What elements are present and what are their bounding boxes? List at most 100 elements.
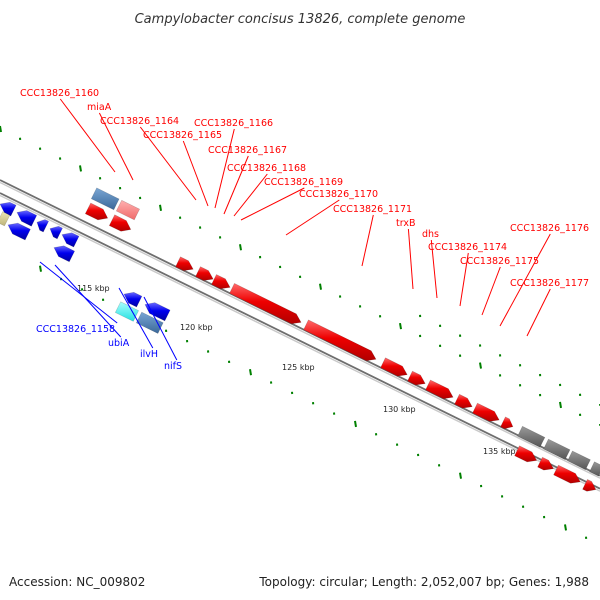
tick-dot (559, 401, 562, 409)
cds-arrow (90, 187, 120, 211)
gene-label-forward: CCC13826_1170 (299, 189, 378, 200)
leader-line-forward (240, 187, 305, 221)
gene-label-forward: CCC13826_1169 (264, 177, 343, 188)
leader-line-forward (214, 128, 235, 209)
backbone-line (0, 194, 600, 492)
tick-dot (399, 322, 402, 330)
leader-line-forward (223, 155, 249, 215)
cds-arrow (115, 199, 141, 221)
leader-line-forward (182, 140, 209, 207)
gene-label-reverse: ubiA (108, 338, 130, 349)
tick-dot (319, 283, 322, 290)
gene-label-reverse: ilvH (140, 349, 158, 360)
tick-dot (79, 165, 82, 172)
cds-arrow (567, 450, 591, 471)
cds-arrow (543, 438, 571, 461)
cds-arrow (7, 222, 31, 241)
tick-dot (564, 524, 567, 531)
kbp-tick-label: 135 kbp (483, 447, 516, 456)
gene-label-forward: CCC13826_1165 (143, 130, 222, 141)
gene-label-forward: trxB (396, 218, 416, 229)
gene-label-reverse: nifS (164, 361, 182, 372)
backbone-line (0, 181, 600, 479)
gene-label-forward: CCC13826_1174 (428, 242, 507, 253)
kbp-tick-label: 120 kbp (180, 323, 213, 332)
kbp-tick-label: 125 kbp (282, 363, 315, 372)
gene-label-forward: CCC13826_1166 (194, 118, 273, 129)
gene-label-forward: miaA (87, 102, 112, 113)
cds-arrow (211, 274, 231, 290)
leader-line-forward (361, 214, 374, 267)
cds-layer (0, 187, 600, 492)
gene-label-reverse: CCC13826_1158 (36, 324, 115, 335)
cds-arrow (472, 402, 500, 422)
label-leaders (39, 98, 551, 361)
tick-dot (39, 265, 42, 272)
tick-dot (479, 362, 482, 369)
cds-arrow (195, 266, 214, 281)
leader-line-reverse (39, 261, 118, 324)
leader-line-forward (285, 199, 340, 236)
gene-label-forward: CCC13826_1167 (208, 145, 287, 156)
cds-arrow (53, 245, 76, 263)
cds-arrow (407, 370, 426, 386)
cds-arrow (537, 456, 554, 471)
gene-label-forward: CCC13826_1176 (510, 223, 589, 234)
leader-line-reverse (118, 287, 154, 349)
cds-arrow (303, 319, 377, 362)
tick-dot (459, 472, 462, 479)
gene-label-forward: CCC13826_1164 (100, 116, 179, 127)
cds-arrow (500, 416, 514, 430)
backbone-line (0, 179, 600, 477)
gene-label-forward: CCC13826_1171 (333, 204, 412, 215)
kbp-tick-label: 130 kbp (383, 405, 416, 414)
leader-line-forward (139, 126, 197, 201)
leader-line-forward (481, 266, 501, 316)
cds-arrow (114, 301, 140, 322)
leader-line-forward (59, 98, 116, 173)
cds-arrow (454, 393, 473, 409)
tick-dot (0, 125, 2, 133)
gene-label-forward: CCC13826_1175 (460, 256, 539, 267)
cds-arrow (553, 464, 581, 484)
genome-stats-text: Topology: circular; Length: 2,052,007 bp… (258, 575, 589, 589)
leader-line-forward (98, 112, 134, 181)
cds-arrow (517, 425, 546, 448)
backbone-line (0, 192, 600, 490)
cds-arrow (0, 211, 11, 227)
leader-line-reverse (143, 296, 178, 361)
tick-dot (249, 369, 252, 376)
cds-arrow (36, 219, 50, 233)
gene-label-forward: CCC13826_1177 (510, 278, 589, 289)
accession-text: Accession: NC_009802 (9, 575, 145, 589)
tick-dot (159, 204, 162, 212)
gene-labels: CCC13826_1160miaACCC13826_1164CCC13826_1… (20, 88, 589, 372)
cds-arrow (229, 282, 302, 325)
leader-line-forward (499, 233, 551, 327)
leader-line-forward (407, 228, 414, 290)
cds-arrow (61, 232, 80, 248)
cds-arrow (108, 214, 132, 232)
cds-arrow (425, 379, 454, 400)
cds-arrow (0, 201, 17, 217)
gene-label-forward: CCC13826_1160 (20, 88, 99, 99)
tick-dot (239, 244, 242, 251)
tick-dot (354, 420, 357, 428)
gene-label-forward: CCC13826_1168 (227, 163, 306, 174)
leader-line-forward (430, 239, 438, 299)
kbp-tick-label: 115 kbp (77, 284, 110, 293)
cds-arrow (84, 202, 109, 221)
cds-arrow (380, 357, 408, 377)
cds-arrow (514, 445, 538, 463)
gene-label-forward: dhs (422, 229, 439, 240)
kbp-ticks: 115 kbp 120 kbp 125 kbp 130 kbp 135 kbp (77, 284, 516, 456)
leader-line-reverse (54, 264, 122, 338)
cds-arrow (49, 225, 63, 240)
leader-line-forward (459, 252, 469, 307)
leader-line-forward (526, 288, 551, 337)
genome-backbone (0, 179, 600, 492)
cds-arrow (144, 302, 171, 322)
cds-arrow (175, 256, 194, 271)
cds-arrow (16, 210, 38, 227)
